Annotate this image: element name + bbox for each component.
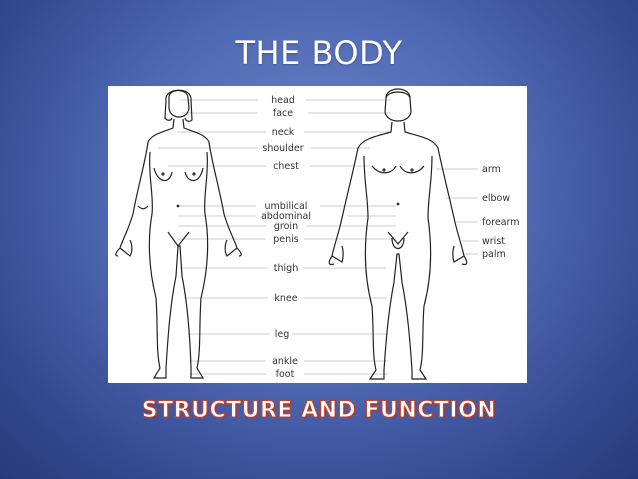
label-shoulder: shoulder [262,143,303,154]
slide-subtitle: STRUCTURE AND FUNCTION [141,398,497,424]
label-palm: palm [482,249,506,260]
body-diagram-svg: head face neck shoulder chest umbilical … [115,88,520,380]
label-ankle: ankle [272,356,298,367]
label-knee: knee [274,293,297,304]
label-wrist: wrist [482,236,505,247]
label-neck: neck [272,127,295,138]
label-arm: arm [482,164,501,175]
male-figure [328,88,468,380]
label-penis: penis [273,234,299,245]
label-abdominal: abdominal [261,211,311,222]
label-elbow: elbow [482,193,510,204]
label-umbilical: umbilical [265,201,308,212]
label-foot: foot [276,369,295,380]
leader-lines [158,99,478,375]
female-figure [115,89,242,379]
label-thigh: thigh [274,263,298,274]
slide-title: THE BODY [235,34,403,72]
label-head: head [271,95,295,106]
label-face: face [273,108,293,119]
body-diagram: head face neck shoulder chest umbilical … [108,86,527,383]
label-leg: leg [275,329,290,340]
label-groin: groin [274,221,298,232]
right-labels: arm elbow forearm wrist palm [482,164,520,260]
label-chest: chest [273,161,299,172]
label-forearm: forearm [482,217,520,228]
center-labels: head face neck shoulder chest umbilical … [261,95,311,380]
